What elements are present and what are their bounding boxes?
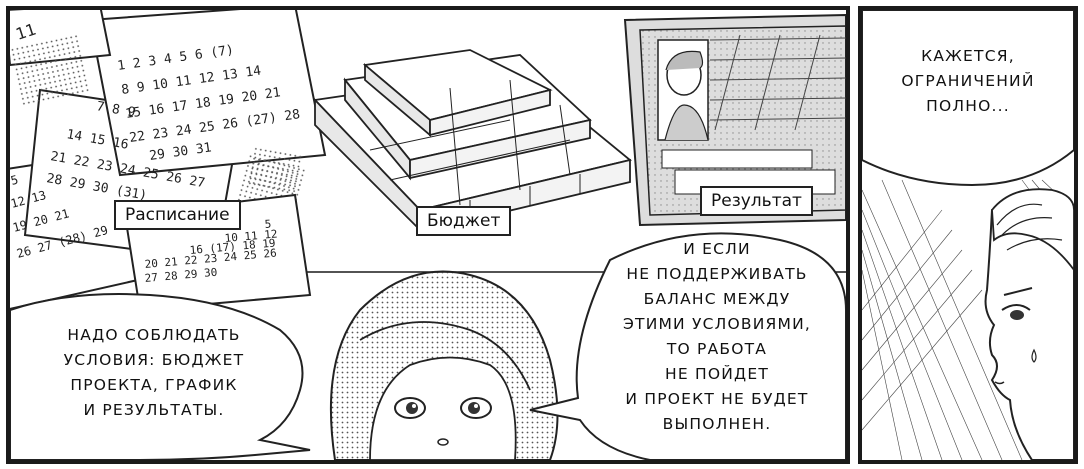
bubble-line: ОГРАНИЧЕНИЙ (901, 72, 1035, 90)
bubble-line: ЭТИМИ УСЛОВИЯМИ, (623, 315, 811, 333)
calendar-row: 7 8 9 (95, 99, 136, 121)
calendar-row: 5 (264, 217, 272, 231)
calendar-row: 5 (10, 173, 20, 188)
panel-right: КАЖЕТСЯ, ОГРАНИЧЕНИЙ ПОЛНО... (858, 6, 1078, 464)
bubble-line: ТО РАБОТА (666, 340, 768, 358)
speech-bubble-left-text: НАДО СОБЛЮДАТЬ УСЛОВИЯ: БЮДЖЕТ ПРОЕКТА, ГР… (32, 323, 276, 423)
bubble-line: БАЛАНС МЕЖДУ (643, 290, 791, 308)
bubble-line: НАДО СОБЛЮДАТЬ (67, 326, 241, 344)
speech-bubble-middle (529, 232, 846, 460)
bubble-line: НЕ ПОДДЕРЖИВАТЬ (626, 265, 808, 283)
panel-left: 11 1 2 3 4 5 6 (7) 8 9 10 11 12 13 14 15… (6, 6, 850, 464)
bubble-line: И ЕСЛИ (683, 240, 751, 258)
calendar-row: 27 28 29 30 (144, 266, 218, 285)
budget-label: Бюджет (416, 206, 512, 236)
bubble-line: ПОЛНО... (926, 97, 1010, 115)
speech-bubble-middle-text: И ЕСЛИ НЕ ПОДДЕРЖИВАТЬ БАЛАНС МЕЖДУ ЭТИМИ У… (590, 237, 844, 437)
calendar-stack (10, 10, 327, 312)
bubble-line: И РЕЗУЛЬТАТЫ. (83, 401, 225, 419)
bubble-line: ПРОЕКТА, ГРАФИК (70, 376, 238, 394)
character-boy (984, 188, 1074, 460)
bubble-line: НЕ ПОЙДЕТ (665, 365, 769, 383)
speech-bubble-right-text: КАЖЕТСЯ, ОГРАНИЧЕНИЙ ПОЛНО... (862, 44, 1074, 119)
schedule-label: Расписание (114, 200, 241, 230)
character-girl (329, 270, 559, 460)
bubble-line: ВЫПОЛНЕН. (662, 415, 772, 433)
speech-bubble-right (862, 10, 1074, 187)
panel-right-art (862, 10, 1074, 460)
bubble-line: И ПРОЕКТ НЕ БУДЕТ (625, 390, 809, 408)
result-label: Результат (700, 186, 813, 216)
calendar-row: 10 11 12 (224, 227, 278, 245)
budget-pyramid (313, 49, 632, 234)
speech-bubble-left (10, 293, 311, 460)
bubble-line: УСЛОВИЯ: БЮДЖЕТ (63, 351, 245, 369)
bubble-line: КАЖЕТСЯ, (921, 47, 1015, 65)
